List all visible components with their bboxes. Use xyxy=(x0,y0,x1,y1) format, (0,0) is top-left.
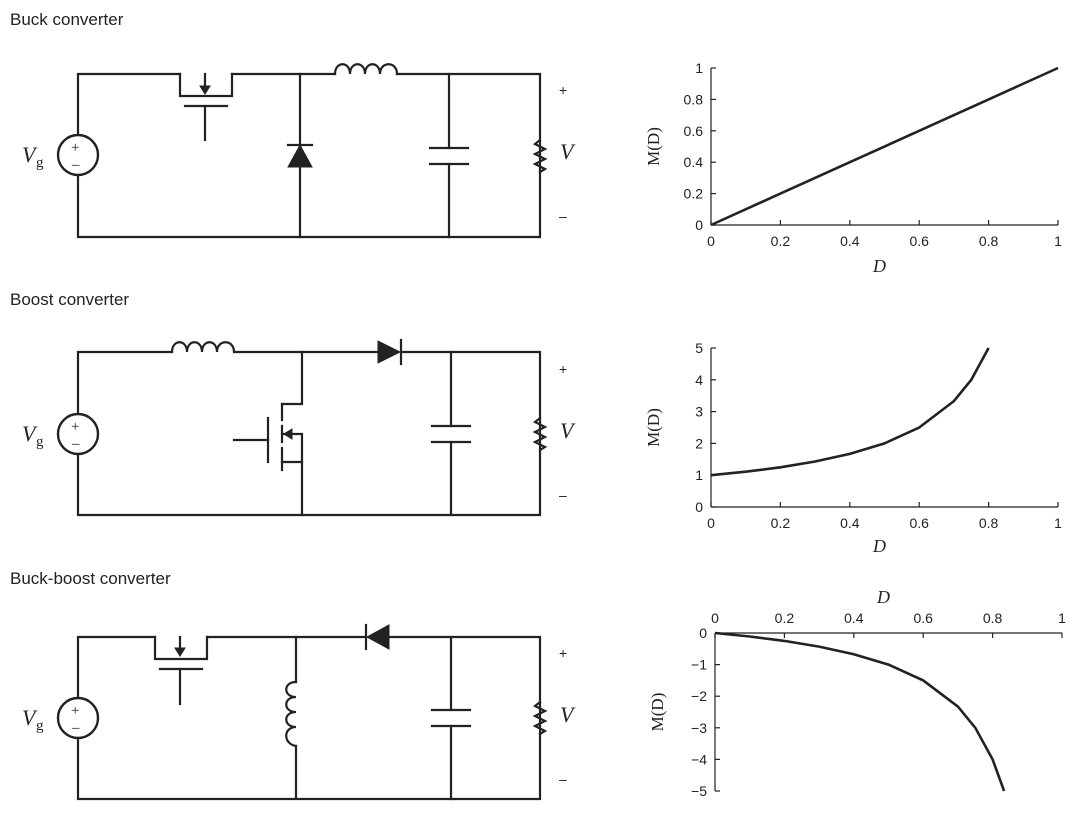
y-tick-label: 0.2 xyxy=(684,186,704,202)
boost-resistor xyxy=(532,416,548,452)
buck-resistor xyxy=(532,138,548,174)
buckboost-source-label: V xyxy=(22,705,38,730)
x-tick-label: 1 xyxy=(1058,610,1066,626)
buck-output-label: V xyxy=(560,139,576,164)
buckboost-circuit xyxy=(56,623,548,801)
y-tick-label: −5 xyxy=(691,783,707,799)
x-tick-label: 0.2 xyxy=(771,515,791,531)
x-tick-label: 0 xyxy=(711,610,719,626)
x-tick-label: 0.2 xyxy=(775,610,795,626)
x-tick-label: 0.2 xyxy=(771,233,791,249)
y-tick-label: −4 xyxy=(691,751,707,767)
x-axis-label: D xyxy=(872,256,886,276)
buckboost-mosfet xyxy=(153,635,209,706)
x-tick-label: 0.4 xyxy=(840,515,860,531)
buckboost-inductor xyxy=(285,635,298,801)
boost-output-minus: – xyxy=(559,487,567,503)
boost-source xyxy=(56,412,100,456)
y-tick-label: 0.6 xyxy=(684,123,704,139)
buck-mosfet xyxy=(178,72,234,142)
buck-title: Buck converter xyxy=(10,10,124,29)
y-tick-label: 3 xyxy=(695,404,703,420)
buck-output-plus: + xyxy=(559,82,567,98)
x-axis-label: D xyxy=(876,587,890,607)
buckboost-output-plus: + xyxy=(559,645,567,661)
buck-output-minus: – xyxy=(559,208,567,224)
buck-source-subscript: g xyxy=(36,155,44,171)
x-axis-label: D xyxy=(872,536,886,556)
buck-chart: 0 0.2 0.4 0.6 0.8 1 0 0.2 0.4 0.6 0.8 1D M(D) xyxy=(644,60,1062,276)
x-tick-label: 0 xyxy=(707,515,715,531)
buckboost-title: Buck-boost converter xyxy=(10,569,171,588)
y-tick-label: 1 xyxy=(695,467,703,483)
boost-output-label: V xyxy=(560,418,576,443)
y-tick-label: 2 xyxy=(695,435,703,451)
y-tick-label: −1 xyxy=(691,657,707,673)
y-tick-label: 1 xyxy=(695,60,703,76)
y-tick-label: 0 xyxy=(695,499,703,515)
buckboost-capacitor xyxy=(430,635,472,801)
x-tick-label: 0.8 xyxy=(979,515,999,531)
x-tick-label: 1 xyxy=(1054,233,1062,249)
buckboost-output-minus: – xyxy=(559,771,567,787)
series-line xyxy=(714,631,1006,792)
x-tick-label: 1 xyxy=(1054,515,1062,531)
boost-source-minus: – xyxy=(71,436,80,452)
buck-capacitor xyxy=(428,72,470,239)
buckboost-diode xyxy=(364,623,390,651)
buckboost-source-plus: + xyxy=(71,703,79,719)
y-tick-label: 0 xyxy=(699,625,707,641)
boost-inductor xyxy=(170,341,236,354)
y-tick-label: −3 xyxy=(691,720,707,736)
y-axis-label: M(D) xyxy=(644,408,663,447)
y-tick-label: 4 xyxy=(695,372,703,388)
buckboost-source-subscript: g xyxy=(36,718,44,734)
buckboost-chart: 0 0.2 0.4 0.6 0.8 1 0 −1 −2 −3 −4 −5 D M(D) xyxy=(648,587,1066,799)
x-tick-label: 0.8 xyxy=(983,610,1003,626)
y-tick-label: 5 xyxy=(695,340,703,356)
boost-title: Boost converter xyxy=(10,290,130,309)
x-tick-label: 0.8 xyxy=(979,233,999,249)
boost-circuit xyxy=(56,338,548,517)
x-tick-label: 0 xyxy=(707,233,715,249)
series-line xyxy=(710,347,990,477)
buck-source-label: V xyxy=(22,142,38,167)
buck-inductor xyxy=(333,63,399,76)
buckboost-output-label: V xyxy=(560,702,576,727)
buckboost-source-minus: – xyxy=(71,720,80,736)
y-tick-label: 0.8 xyxy=(684,91,704,107)
x-tick-label: 0.6 xyxy=(909,233,929,249)
buck-source-minus: – xyxy=(71,157,80,173)
buck-diode xyxy=(286,72,314,239)
buck-source-plus: + xyxy=(71,140,79,156)
boost-source-plus: + xyxy=(71,419,79,435)
x-tick-label: 0.6 xyxy=(909,515,929,531)
boost-diode xyxy=(377,338,403,366)
y-tick-label: 0.4 xyxy=(684,154,704,170)
boost-capacitor xyxy=(430,350,472,517)
boost-mosfet xyxy=(232,350,304,517)
boost-output-plus: + xyxy=(559,361,567,377)
buck-circuit xyxy=(56,63,548,239)
buckboost-resistor xyxy=(532,700,548,736)
x-tick-label: 0.6 xyxy=(913,610,933,626)
boost-source-subscript: g xyxy=(36,434,44,450)
y-axis-label: M(D) xyxy=(644,127,663,166)
x-tick-label: 0.4 xyxy=(840,233,860,249)
buck-source xyxy=(56,133,100,177)
x-tick-label: 0.4 xyxy=(844,610,864,626)
y-axis-label: M(D) xyxy=(648,693,667,732)
boost-chart: 0 0.2 0.4 0.6 0.8 1 0 1 2 3 4 5D M(D) xyxy=(644,340,1062,556)
buckboost-source xyxy=(56,696,100,740)
y-tick-label: −2 xyxy=(691,688,707,704)
boost-source-label: V xyxy=(22,421,38,446)
series-line xyxy=(710,66,1059,227)
y-tick-label: 0 xyxy=(695,217,703,233)
